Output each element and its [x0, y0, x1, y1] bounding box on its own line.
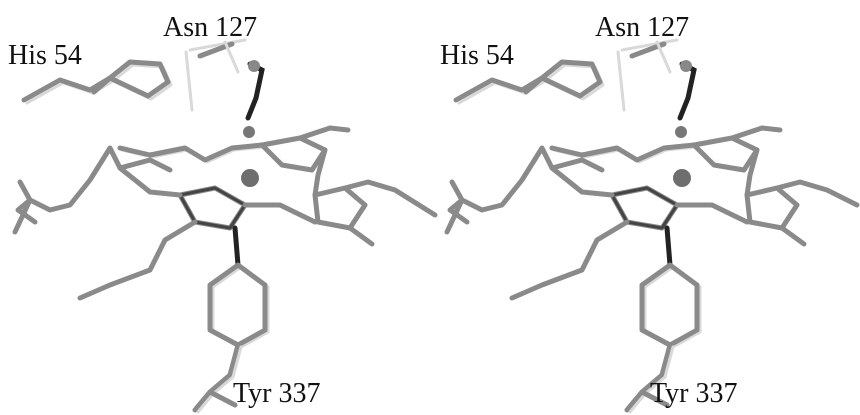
heme-group	[444, 125, 860, 301]
molecule-left	[12, 38, 438, 414]
his54-residue	[453, 59, 605, 105]
label-his54-right: His 54	[440, 40, 514, 71]
ligand-atom	[243, 126, 255, 138]
label-asn127-right: Asn 127	[595, 12, 690, 43]
his54-residue	[21, 59, 173, 105]
iron-atom	[241, 169, 259, 187]
label-tyr337-right: Tyr 337	[650, 378, 738, 409]
tyr337-residue	[192, 225, 270, 414]
asn-atom-marker	[680, 60, 692, 72]
asn127-residue	[616, 38, 697, 121]
molecule-right	[444, 38, 860, 414]
asn127-residue	[184, 38, 265, 121]
ligand-atom	[675, 126, 687, 138]
heme-group	[12, 125, 438, 301]
iron-atom	[673, 169, 691, 187]
label-his54-left: His 54	[8, 40, 82, 71]
asn-atom-marker	[248, 60, 260, 72]
label-tyr337-left: Tyr 337	[233, 378, 321, 409]
tyr337-residue	[624, 225, 702, 414]
label-asn127-left: Asn 127	[163, 12, 258, 43]
